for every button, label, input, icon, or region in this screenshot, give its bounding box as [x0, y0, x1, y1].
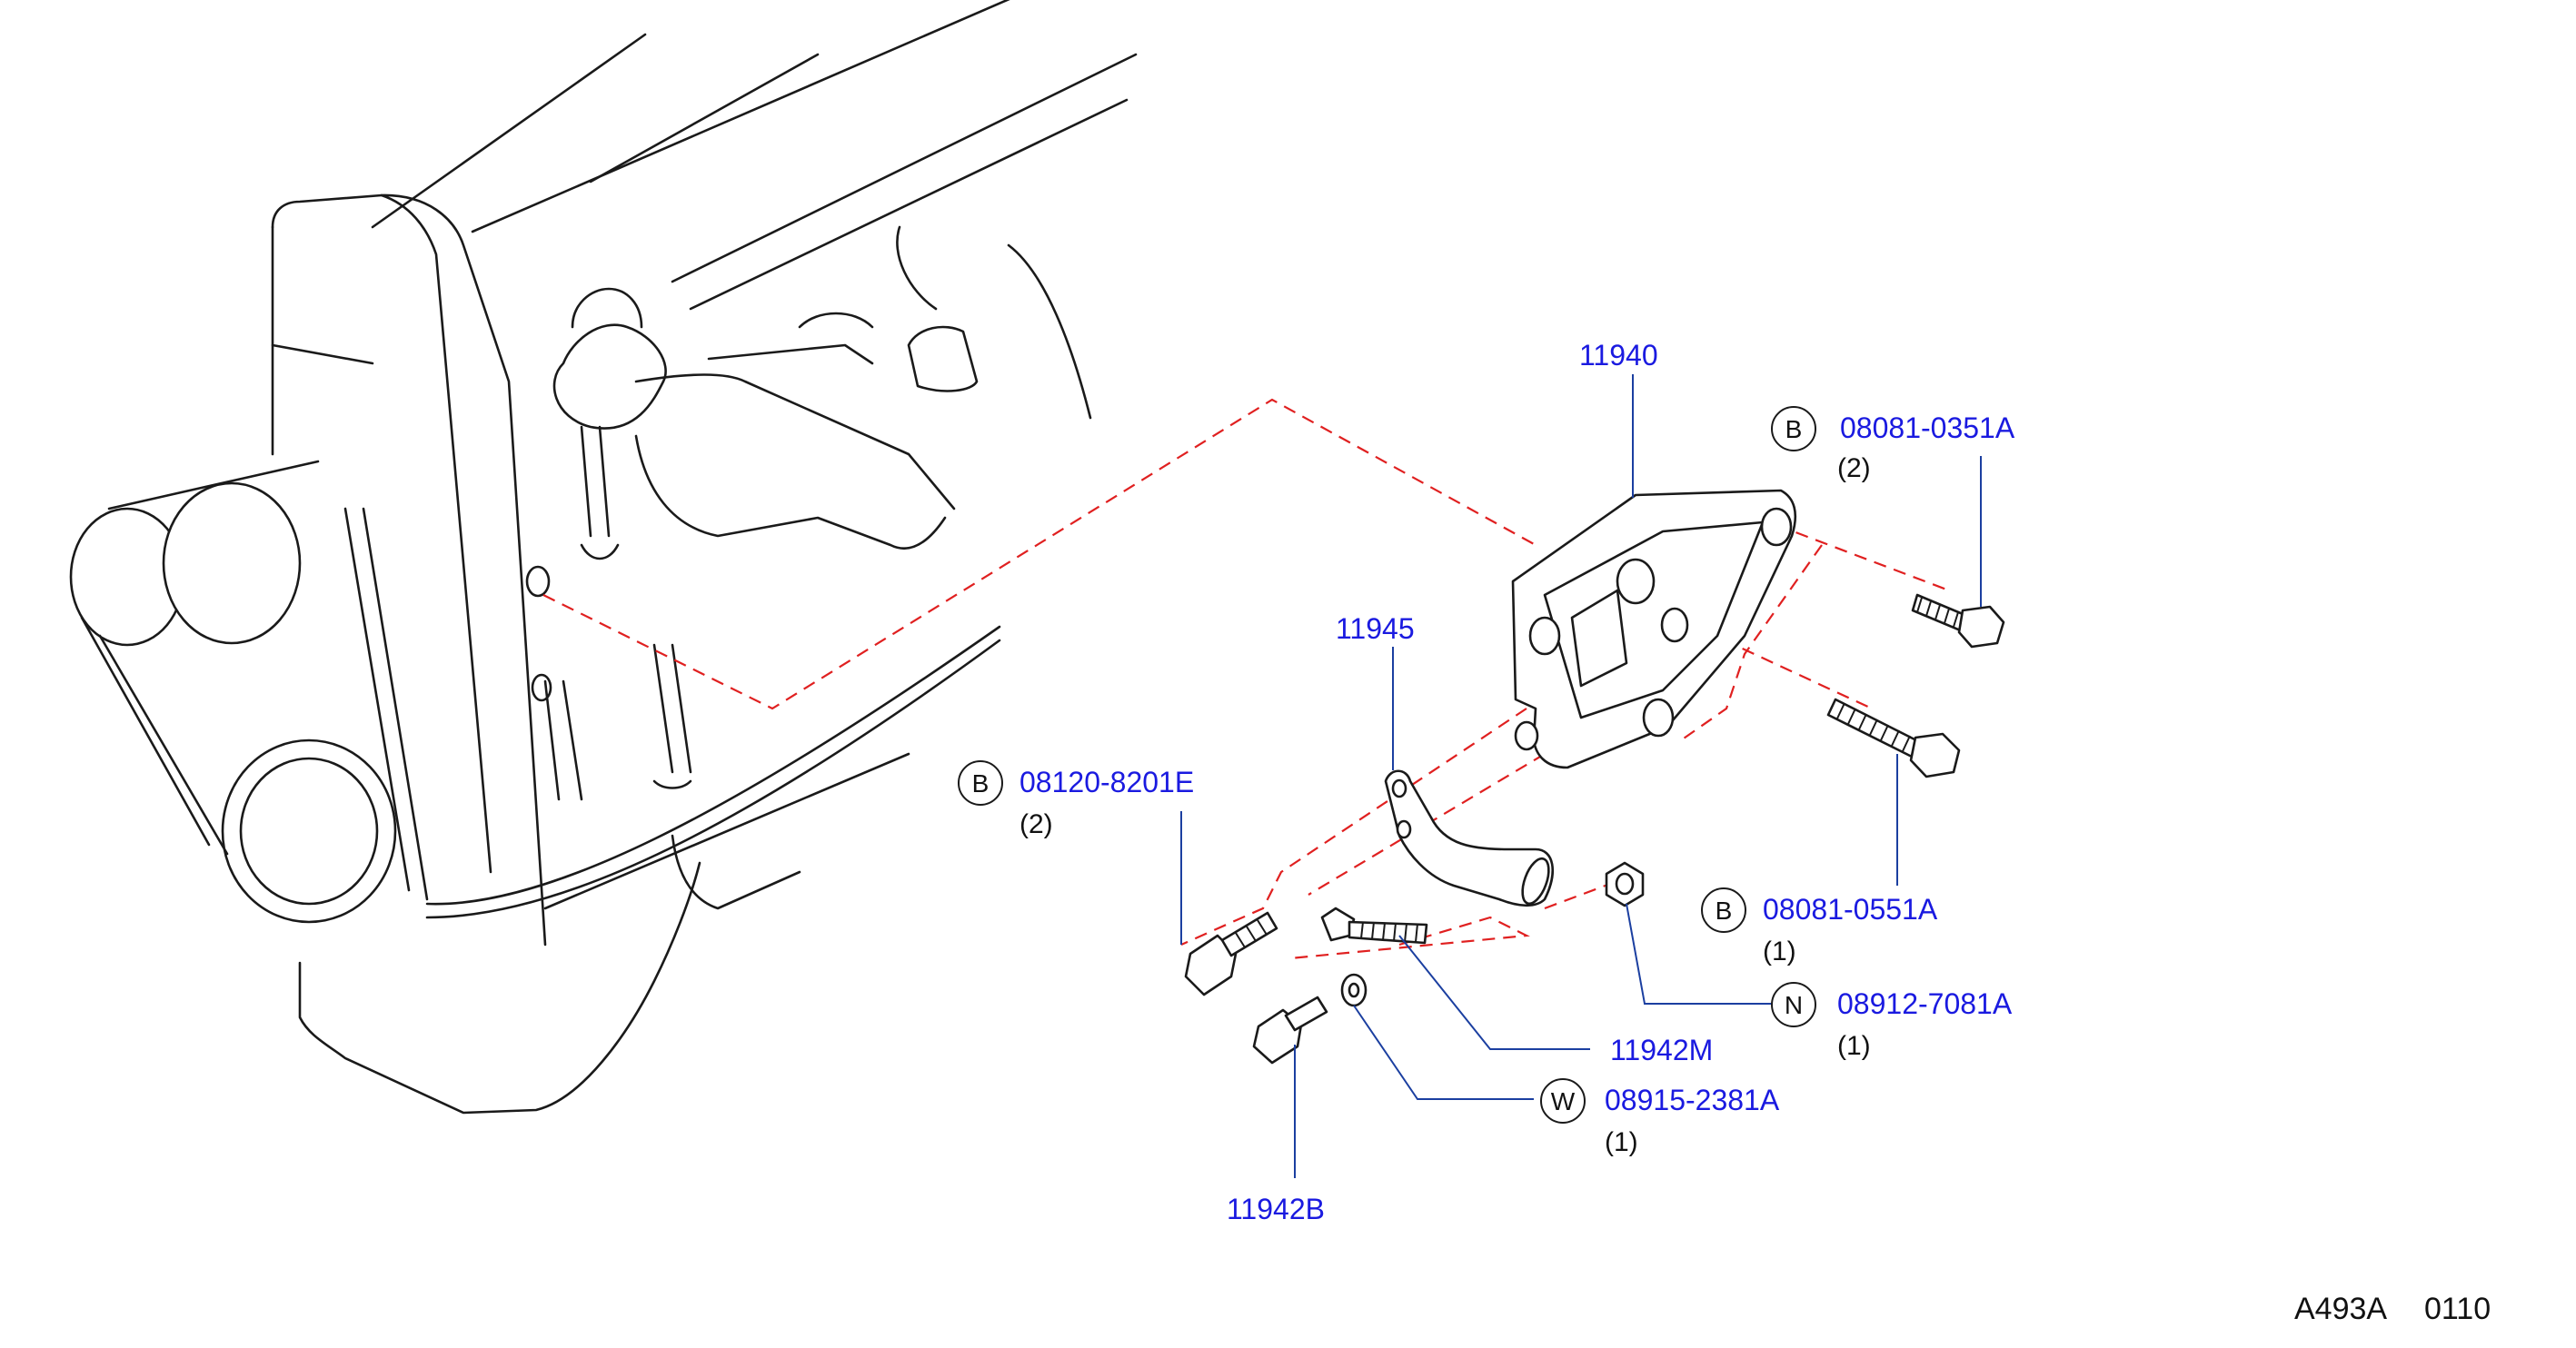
part-number-08081-0551A: 08081-0551A: [1763, 893, 1938, 926]
code-circle-icon: [1771, 982, 1816, 1027]
code-circle-icon: [1540, 1078, 1586, 1124]
part-number-08915-2381A: 08915-2381A: [1605, 1084, 1780, 1116]
code-circle-icon: [958, 760, 1003, 806]
callout-11942B[interactable]: 11942B: [1227, 1193, 1325, 1225]
washer-08915-2381A-drawing: [1340, 973, 1368, 1007]
alignment-phantom-lines: [542, 398, 1950, 960]
part-number-11940: 11940: [1579, 339, 1658, 372]
code-letter: B: [972, 769, 990, 798]
callout-08081-0551A[interactable]: B 08081-0551A (1): [1701, 887, 1938, 966]
callout-08915-2381A[interactable]: W 08915-2381A (1): [1540, 1078, 1780, 1157]
quantity: (1): [1763, 937, 1796, 966]
figure-page: 0110: [2424, 1292, 2491, 1326]
figure-reference: A493A 0110: [2294, 1292, 2491, 1326]
leader-lines: [1180, 374, 1982, 1178]
bolt-11942B-drawing: [1252, 996, 1328, 1065]
nut-08912-7081A-drawing: [1605, 861, 1645, 907]
code-circle-icon: [1771, 406, 1816, 451]
callout-08912-7081A[interactable]: N 08912-7081A (1): [1771, 982, 2013, 1061]
bolt-08081-0551A-drawing: [1826, 698, 1961, 778]
callout-11940[interactable]: 11940: [1579, 339, 1658, 372]
part-number-08120-8201E: 08120-8201E: [1019, 766, 1194, 798]
part-number-08081-0351A: 08081-0351A: [1840, 411, 2015, 444]
callout-08081-0351A[interactable]: B 08081-0351A (2): [1771, 406, 2015, 483]
engine-block-illustration: [69, 0, 1138, 1115]
code-letter: N: [1785, 991, 1803, 1019]
bracket-11940-drawing: [1511, 489, 1796, 769]
part-number-08912-7081A: 08912-7081A: [1837, 987, 2013, 1020]
quantity: (1): [1837, 1031, 1871, 1061]
adjusting-bar-11945-drawing: [1384, 769, 1554, 907]
callout-11942M[interactable]: 11942M: [1610, 1034, 1713, 1066]
adjusting-bolt-11942M-drawing: [1320, 907, 1428, 945]
quantity: (2): [1837, 453, 1871, 483]
part-number-11942M: 11942M: [1610, 1034, 1713, 1066]
bolt-08120-8201E-drawing: [1184, 911, 1278, 996]
quantity: (2): [1019, 809, 1053, 839]
quantity: (1): [1605, 1127, 1638, 1157]
figure-code: A493A: [2294, 1292, 2387, 1326]
part-number-11945: 11945: [1336, 612, 1415, 645]
code-circle-icon: [1701, 887, 1746, 933]
callout-11945[interactable]: 11945: [1336, 612, 1415, 645]
part-number-11942B: 11942B: [1227, 1193, 1325, 1225]
code-letter: W: [1551, 1087, 1576, 1115]
code-letter: B: [1716, 897, 1733, 925]
callout-08120-8201E[interactable]: B 08120-8201E (2): [958, 760, 1194, 839]
code-letter: B: [1785, 415, 1803, 443]
bolt-08081-0351A-drawing: [1911, 593, 2005, 649]
